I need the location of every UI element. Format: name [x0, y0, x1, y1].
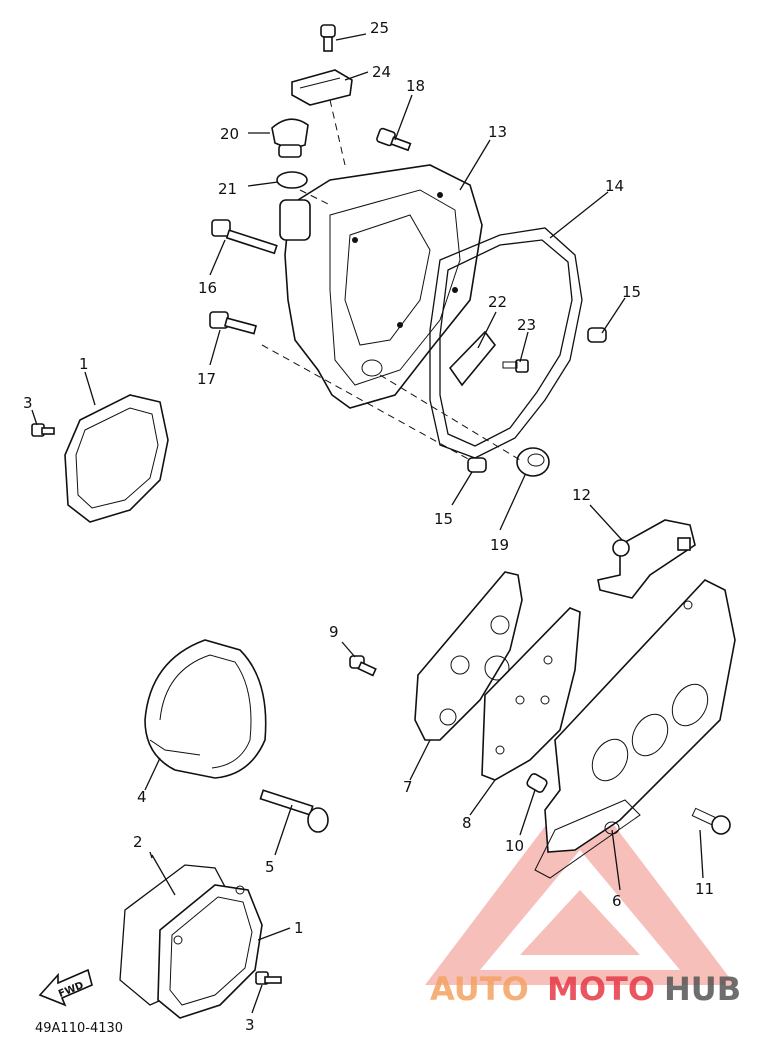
- callout-1-lower: 1: [294, 919, 304, 937]
- part-6-sprocket-cover: [534, 579, 736, 879]
- part-19-plug: [516, 447, 550, 477]
- callout-3-lower: 3: [245, 1016, 255, 1034]
- callout-7: 7: [403, 778, 413, 796]
- part-25-screw: [320, 24, 336, 52]
- callout-4: 4: [137, 788, 147, 806]
- callout-8: 8: [462, 814, 472, 832]
- part-23-screw: [502, 359, 529, 373]
- part-8-gasket: [481, 607, 581, 781]
- part-13-crankcase-cover: [279, 164, 483, 409]
- part-3-screw-lower: [255, 971, 282, 985]
- part-1-cover-lower: [157, 884, 263, 1019]
- callout-12: 12: [572, 486, 591, 504]
- callout-24: 24: [372, 63, 391, 81]
- watermark-triangle: [425, 780, 735, 985]
- part-1-cover-upper: [64, 394, 169, 523]
- assembly-line-3: [261, 344, 471, 461]
- part-7-plate: [414, 571, 523, 741]
- part-5-bolt: [259, 789, 329, 833]
- callout-10: 10: [505, 837, 524, 855]
- part-18-bolt: [376, 127, 412, 152]
- watermark-auto: AUTO: [430, 970, 529, 1008]
- part-11-bolt: [691, 807, 731, 835]
- part-16-bolt: [211, 219, 278, 255]
- assembly-line-2: [299, 189, 331, 206]
- part-15-dowel-lower: [467, 457, 487, 473]
- callout-15-lower: 15: [434, 510, 453, 528]
- part-22-plate: [448, 330, 497, 387]
- callout-11: 11: [695, 880, 714, 898]
- callout-23: 23: [517, 316, 536, 334]
- callout-13: 13: [488, 123, 507, 141]
- assembly-line-4: [379, 374, 521, 461]
- callout-15-upper: 15: [622, 283, 641, 301]
- part-17-bolt: [209, 311, 257, 335]
- callout-14: 14: [605, 177, 624, 195]
- callout-16: 16: [198, 279, 217, 297]
- watermark-moto: MOTO: [547, 970, 655, 1008]
- part-15-dowel-upper: [587, 327, 607, 343]
- callout-18: 18: [406, 77, 425, 95]
- part-14-gasket: [429, 227, 583, 459]
- callout-6: 6: [612, 892, 622, 910]
- callout-3-upper: 3: [23, 394, 33, 412]
- leader-lines: [31, 33, 704, 1014]
- part-3-screw-upper: [31, 423, 55, 437]
- callout-9: 9: [329, 623, 339, 641]
- callout-17: 17: [197, 370, 216, 388]
- callout-22: 22: [488, 293, 507, 311]
- callout-19: 19: [490, 536, 509, 554]
- part-10-dowel: [526, 773, 548, 793]
- callout-21: 21: [218, 180, 237, 198]
- part-12-bracket: [597, 519, 696, 599]
- callout-25: 25: [370, 19, 389, 37]
- fwd-arrow-icon: FWD: [38, 968, 93, 1007]
- part-4-cover: [144, 639, 267, 779]
- assembly-line-1: [329, 99, 346, 166]
- callout-5: 5: [265, 858, 275, 876]
- callout-20: 20: [220, 125, 239, 143]
- watermark-logo: AUTO MOTO HUB: [430, 970, 741, 1008]
- callout-1-upper: 1: [79, 355, 89, 373]
- part-9-bolt: [349, 655, 377, 677]
- part-21-o-ring: [276, 171, 308, 189]
- callout-2: 2: [133, 833, 143, 851]
- diagram-code: 49A110-4130: [35, 1021, 123, 1036]
- part-20-filler-cap: [271, 118, 309, 158]
- callouts: 25 24 18 13 14 20 21 16 22 23 15 17 1 3 …: [23, 19, 714, 1034]
- part-24-bracket: [291, 69, 353, 106]
- watermark-hub: HUB: [664, 970, 741, 1008]
